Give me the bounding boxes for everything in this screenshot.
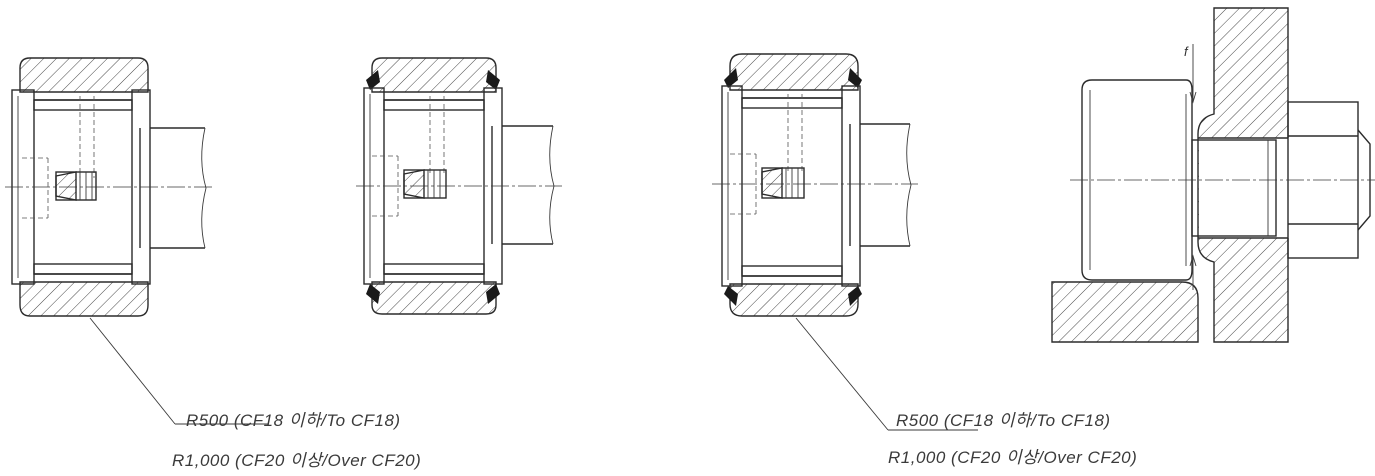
mount-dimension-label: f — [1184, 44, 1189, 59]
cam-follower-figure-3 — [712, 53, 918, 317]
right-label-line-1: R500 (CF18 이하/To CF18) — [896, 411, 1111, 430]
mounting-figure: f — [1051, 7, 1375, 343]
left-label-line-1: R500 (CF18 이하/To CF18) — [186, 411, 401, 430]
right-label-line-2: R1,000 (CF20 이상/Over CF20) — [888, 448, 1138, 467]
leader-lines — [89, 317, 978, 431]
cam-follower-figure-1 — [5, 57, 212, 317]
left-label-line-2: R1,000 (CF20 이상/Over CF20) — [172, 451, 422, 470]
cam-follower-figure-2 — [356, 57, 562, 315]
